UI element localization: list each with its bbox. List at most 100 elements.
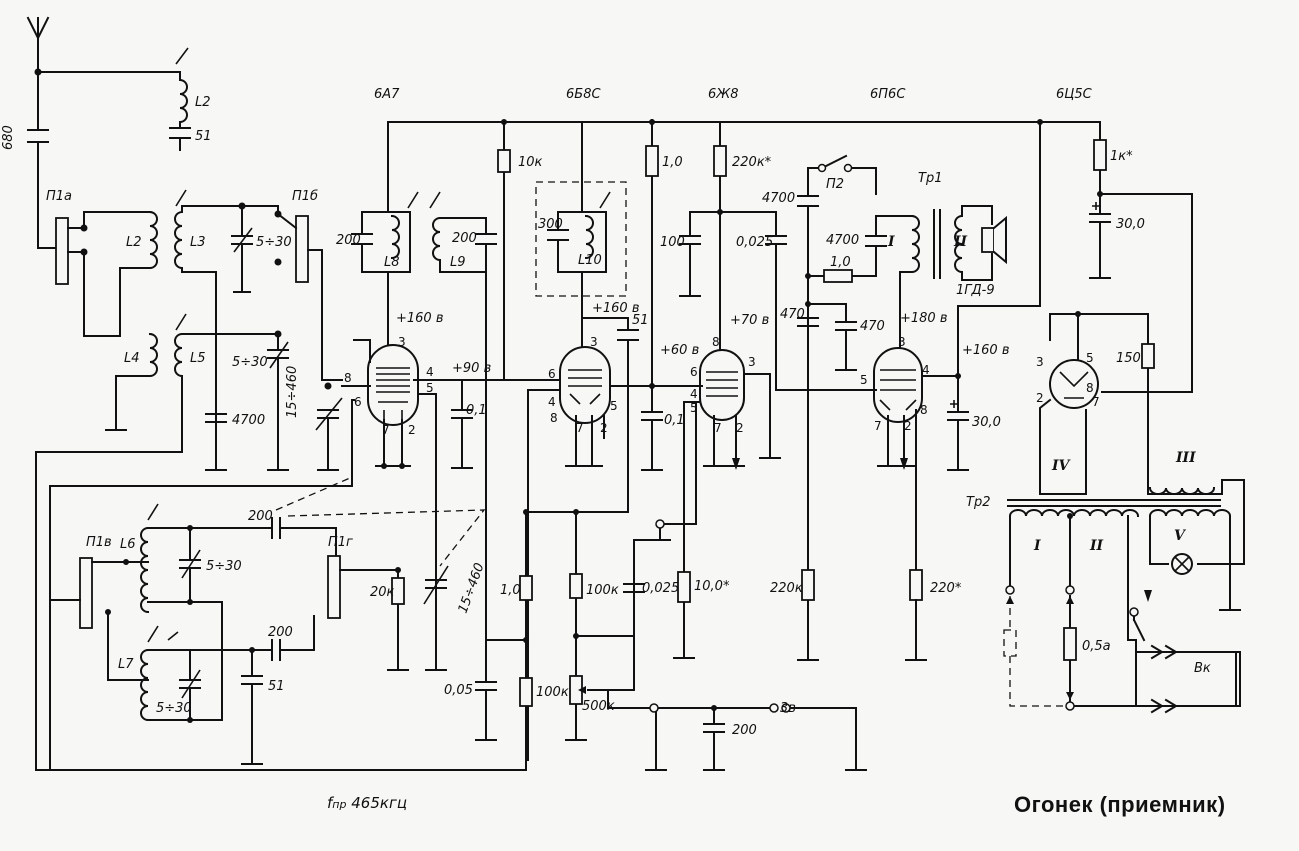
pin-label: 7 bbox=[576, 421, 584, 435]
switch-label-p1b: П1б bbox=[292, 189, 318, 204]
inductor-label-l6: L6 bbox=[120, 537, 136, 552]
inductor-label-l10: L10 bbox=[578, 253, 602, 268]
switch-label-p2: П2 bbox=[826, 177, 844, 192]
pin-label: 8 bbox=[550, 411, 558, 425]
switch-label-p1a: П1а bbox=[46, 189, 72, 204]
output-transformer-tr1 bbox=[899, 205, 993, 351]
cap-label-5-30-top: 5÷30 bbox=[256, 235, 292, 250]
switch-p1b bbox=[295, 215, 309, 283]
cap-label-200-6a7: 200 bbox=[336, 233, 361, 248]
inductor-label-l4: L4 bbox=[124, 351, 140, 366]
cap-label-30-0-a: 30,0 bbox=[972, 415, 1001, 430]
pin-label: 4 bbox=[426, 365, 434, 379]
if-frequency-label: fпр 465кгц bbox=[327, 794, 408, 812]
pin-label: 6 bbox=[548, 367, 556, 381]
pin-label: 5 bbox=[1086, 351, 1094, 365]
cap-label-51-l7: 51 bbox=[268, 679, 285, 694]
voltage-label-70: +70 в bbox=[730, 313, 769, 328]
voltage-label-160-6b8s: +160 в bbox=[592, 301, 640, 316]
res-label-10-0-star: 10,0* bbox=[694, 579, 730, 594]
pin-label: 5 bbox=[690, 401, 698, 415]
inductor-label-l9: L9 bbox=[450, 255, 466, 270]
cap-label-30-0-b: 30,0 bbox=[1116, 217, 1145, 232]
plug-label: Вк bbox=[1194, 661, 1211, 676]
pin-label: 2 bbox=[904, 419, 912, 433]
voltage-label-160-right: +160 в bbox=[962, 343, 1010, 358]
switch-p1a bbox=[55, 217, 69, 285]
pin-label: 7 bbox=[714, 421, 722, 435]
speaker-label: 1ГД-9 bbox=[956, 283, 995, 298]
res-label-150: 150 bbox=[1116, 351, 1141, 366]
cap-label-300: 300 bbox=[538, 217, 563, 232]
pin-label: 4 bbox=[690, 387, 698, 401]
cap-label-200-l7: 200 bbox=[268, 625, 293, 640]
cap-label-100: 100 bbox=[660, 235, 685, 250]
cap-label-680: 680 bbox=[1, 125, 16, 150]
cap-label-5-30-l7: 5÷30 bbox=[156, 701, 192, 716]
voltage-label-3v: 3в bbox=[780, 701, 796, 716]
pin-label: 3 bbox=[898, 335, 906, 349]
tube-label-6b8s: 6Б8С bbox=[566, 87, 601, 102]
res-label-1-0-b: 1,0 bbox=[830, 255, 851, 270]
res-label-10k: 10к bbox=[518, 155, 543, 170]
res-label-20k: 20к bbox=[370, 585, 395, 600]
cap-label-470-b: 200 bbox=[248, 509, 273, 524]
transformer-label-tr2: Тр2 bbox=[966, 495, 990, 510]
winding-label-tr2-v: V bbox=[1174, 528, 1187, 544]
cap-label-5-30-l6: 5÷30 bbox=[206, 559, 242, 574]
power-transformer-tr2 bbox=[1008, 479, 1245, 565]
pin-label: 8 bbox=[344, 371, 352, 385]
pin-label: 7 bbox=[382, 423, 390, 437]
pin-label: 3 bbox=[1036, 355, 1044, 369]
pin-label: 8 bbox=[920, 403, 928, 417]
winding-label-tr2-iii: III bbox=[1175, 450, 1196, 466]
cap-label-0-025-a: 0,025 bbox=[736, 235, 773, 250]
pin-label: 5 bbox=[860, 373, 868, 387]
speaker-icon bbox=[981, 215, 1007, 265]
inductor-label-l3: L3 bbox=[190, 235, 206, 250]
res-label-100k-b: 100к bbox=[586, 583, 619, 598]
tube-label-6ts5s: 6Ц5С bbox=[1056, 87, 1093, 102]
switch-p1g bbox=[327, 555, 341, 619]
pin-label: 4 bbox=[548, 395, 556, 409]
pilot-lamp-icon bbox=[1171, 553, 1193, 575]
cap-label-4700-left: 4700 bbox=[232, 413, 265, 428]
res-label-1-0-c: 1,0 bbox=[500, 583, 521, 598]
cap-label-51-6b8s: 51 bbox=[632, 313, 649, 328]
cap-label-4700-c: 470 bbox=[780, 307, 805, 322]
res-label-220-star: 220* bbox=[930, 581, 962, 596]
inductor-l4 bbox=[105, 332, 158, 431]
pin-label: 7 bbox=[1092, 395, 1100, 409]
inductor-label-l8: L8 bbox=[384, 255, 400, 270]
winding-label-tr2-ii: II bbox=[1089, 538, 1104, 554]
tube-label-6zh8: 6Ж8 bbox=[708, 87, 739, 102]
pin-label: 2 bbox=[408, 423, 416, 437]
cap-label-200-bottom: 200 bbox=[732, 723, 757, 738]
cap-label-15-460-bottom: 15÷460 bbox=[456, 561, 488, 615]
inductor-l5 bbox=[35, 313, 527, 771]
tube-6p6s bbox=[873, 347, 923, 423]
inductor-l2-top bbox=[175, 47, 189, 129]
pin-label: 3 bbox=[748, 355, 756, 369]
inductor-l8 bbox=[390, 191, 441, 260]
fuse-label: 0,5а bbox=[1082, 639, 1111, 654]
capacitor-680 bbox=[27, 129, 49, 143]
pin-label: 4 bbox=[922, 363, 930, 377]
inductor-l7 bbox=[107, 611, 273, 722]
switch-label-p1v: П1в bbox=[86, 535, 112, 550]
winding-label-tr2-i: I bbox=[1033, 538, 1041, 554]
pin-label: 3 bbox=[590, 335, 598, 349]
voltage-label-60: +60 в bbox=[660, 343, 699, 358]
cap-label-0-1-b: 0,1 bbox=[664, 413, 685, 428]
pin-label: 3 bbox=[398, 335, 406, 349]
inductor-l2 bbox=[119, 210, 158, 337]
res-label-100k-a: 100к bbox=[536, 685, 569, 700]
inductor-l3 bbox=[174, 189, 279, 431]
inductor-label-l7: L7 bbox=[118, 657, 134, 672]
switch-p1v bbox=[79, 557, 93, 629]
inductor-label-l5: L5 bbox=[190, 351, 206, 366]
pin-label: 6 bbox=[690, 365, 698, 379]
cap-label-200-l9: 200 bbox=[452, 231, 477, 246]
cap-label-4700-a: 4700 bbox=[762, 191, 795, 206]
res-label-1k-star: 1к* bbox=[1110, 149, 1133, 164]
